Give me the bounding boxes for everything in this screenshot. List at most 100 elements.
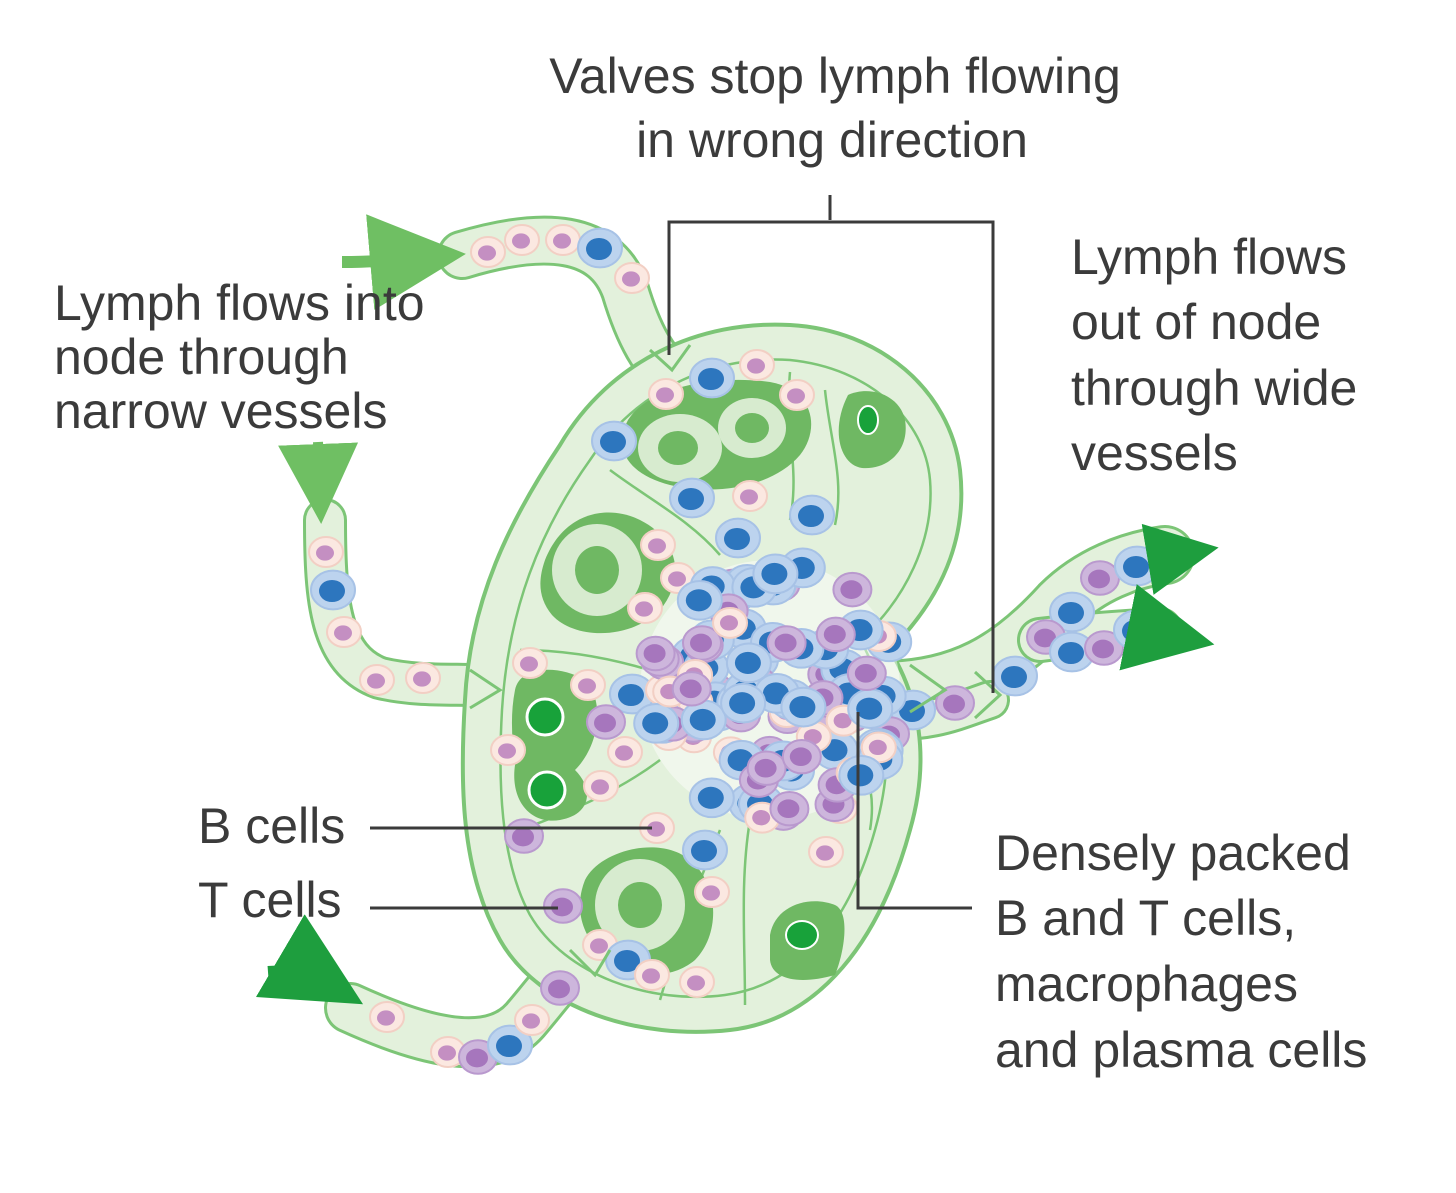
cell-14: [514, 1004, 550, 1036]
cell-30: [779, 379, 815, 411]
cell-40: [570, 669, 606, 701]
b-cells-label: B cells: [198, 798, 345, 854]
cells-layer: [308, 224, 1160, 1075]
outflow-label-line-1: Lymph flows: [1071, 229, 1347, 285]
cell-49: [543, 888, 583, 924]
cell-19: [1114, 545, 1160, 587]
cell-28: [689, 357, 735, 399]
valve-left: [469, 668, 503, 710]
valves-label-line-1: Valves stop lymph flowing: [549, 48, 1121, 104]
cell-53: [682, 829, 728, 871]
cell-6: [310, 569, 356, 611]
dense-cell-93: [752, 553, 799, 595]
cell-26: [935, 685, 975, 721]
cell-10: [369, 1001, 405, 1033]
dense-cell-75: [780, 686, 827, 728]
cell-31: [591, 420, 637, 462]
cell-4: [614, 262, 650, 294]
cell-25: [992, 655, 1038, 697]
dense-cell-64: [766, 625, 807, 661]
cell-29: [739, 349, 775, 381]
dense-leader: [856, 712, 972, 910]
dense-cell-81: [838, 754, 885, 796]
valves-leader: [667, 195, 995, 693]
cell-32: [669, 477, 715, 519]
cell-5: [308, 536, 344, 568]
cell-35: [640, 529, 676, 561]
cell-7: [326, 616, 362, 648]
dense-label-line-2: B and T cells,: [995, 890, 1296, 946]
cell-46: [583, 770, 619, 802]
leader-lines: [370, 195, 995, 910]
cell-13: [487, 1024, 533, 1066]
valve-bottom: [568, 948, 612, 978]
cell-52: [679, 966, 715, 998]
cell-42: [586, 704, 626, 740]
dense-cell-84: [633, 702, 680, 744]
valves: [469, 344, 1003, 978]
cell-18: [1080, 560, 1120, 596]
dense-cell-90: [720, 682, 767, 724]
inflow-label-line-2: node through: [54, 329, 349, 385]
cell-34: [789, 494, 835, 536]
outflow-label-line-2: out of node: [1071, 294, 1321, 350]
flow-arrows: [255, 214, 1219, 1005]
dense-cell-91: [846, 655, 887, 692]
cell-45: [607, 736, 643, 768]
cell-54: [808, 836, 844, 868]
cell-3: [577, 227, 623, 269]
cell-39: [512, 647, 548, 679]
dense-cell-49: [682, 625, 722, 661]
cell-22: [1049, 631, 1095, 673]
cell-41: [609, 673, 655, 715]
cell-11: [430, 1036, 466, 1068]
outflow-label-line-3: through wide: [1071, 360, 1357, 416]
valve-top: [648, 344, 692, 373]
cell-1: [504, 224, 540, 256]
cell-51: [634, 959, 670, 991]
dense-cell-94: [671, 671, 712, 707]
dense-cell-92: [712, 606, 748, 639]
arrow-out-upper: [1141, 523, 1219, 595]
valves-label-line-2: in wrong direction: [636, 112, 1028, 168]
inflow-label-line-1: Lymph flows into: [54, 275, 425, 331]
cell-9: [405, 662, 441, 694]
cell-24: [1113, 609, 1159, 651]
cell-36: [715, 517, 761, 559]
dense-cell-78: [680, 699, 727, 741]
dense-cell-88: [635, 635, 676, 672]
outflow-label-line-4: vessels: [1071, 425, 1238, 481]
dense-cell-71: [688, 777, 735, 819]
dense-cell-85: [815, 616, 856, 653]
cell-48: [639, 812, 675, 844]
cell-38: [627, 592, 663, 624]
cell-27: [648, 378, 684, 410]
arrow-out-lower: [1119, 584, 1215, 671]
cell-15: [540, 970, 580, 1006]
dense-cell-66: [725, 642, 772, 684]
dense-label-line-3: macrophages: [995, 956, 1298, 1012]
dense-cell-73: [746, 750, 787, 786]
inflow-label-line-3: narrow vessels: [54, 383, 387, 439]
cell-47: [504, 818, 544, 854]
dense-cell-77: [847, 688, 894, 730]
valve-right-outer: [973, 670, 1003, 720]
cell-20: [1049, 591, 1095, 633]
cell-23: [1084, 630, 1124, 666]
cell-0: [470, 236, 506, 268]
cell-44: [490, 734, 526, 766]
dense-cell-55: [769, 790, 810, 827]
dense-label-line-1: Densely packed: [995, 825, 1351, 881]
arrow-into-top-vessel: [341, 214, 466, 310]
cell-2: [545, 224, 581, 256]
dense-cell-89: [676, 579, 723, 621]
cell-8: [359, 664, 395, 696]
dense-cell-76: [781, 738, 822, 775]
dense-cell-37: [832, 571, 873, 608]
cell-50: [694, 876, 730, 908]
arrow-into-left-vessel: [278, 441, 359, 524]
cell-33: [732, 480, 768, 512]
valve-right: [909, 663, 948, 714]
labels: Valves stop lymph flowing in wrong direc…: [54, 48, 1367, 1078]
